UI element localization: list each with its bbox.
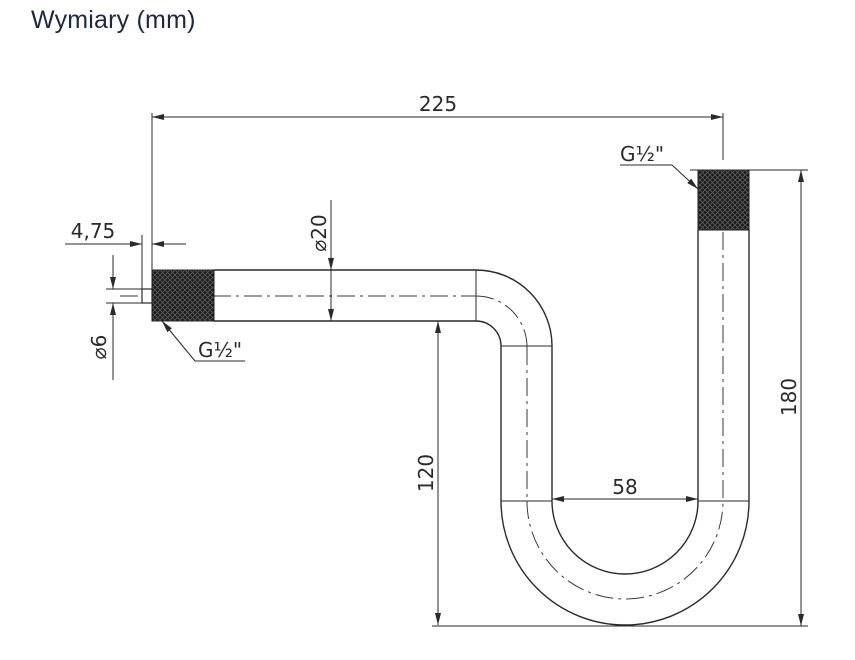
label-thread-left: G½" [161, 320, 245, 362]
label-thread-top: G½" [620, 142, 699, 190]
right-thread [690, 169, 757, 231]
svg-text:G½": G½" [198, 338, 242, 362]
svg-text:180: 180 [777, 378, 801, 416]
dimension-pin-diameter: ⌀6 [87, 255, 142, 380]
pipe-body [120, 170, 750, 626]
svg-text:58: 58 [612, 475, 637, 499]
svg-text:225: 225 [419, 92, 457, 116]
svg-text:⌀6: ⌀6 [87, 335, 111, 360]
dimension-120: 120 [414, 321, 625, 627]
dimension-58: 58 [552, 475, 698, 502]
left-thread [151, 269, 215, 322]
dimension-225: 225 [151, 92, 724, 270]
dimension-180: 180 [625, 169, 808, 627]
pin [141, 288, 153, 304]
svg-text:4,75: 4,75 [71, 219, 116, 243]
dimension-pipe-diameter: ⌀20 [307, 200, 334, 321]
page-title: Wymiary (mm) [31, 6, 196, 34]
dimension-4-75: 4,75 [65, 219, 186, 290]
svg-text:⌀20: ⌀20 [307, 214, 331, 252]
svg-text:120: 120 [414, 454, 438, 492]
svg-text:G½": G½" [620, 142, 664, 166]
